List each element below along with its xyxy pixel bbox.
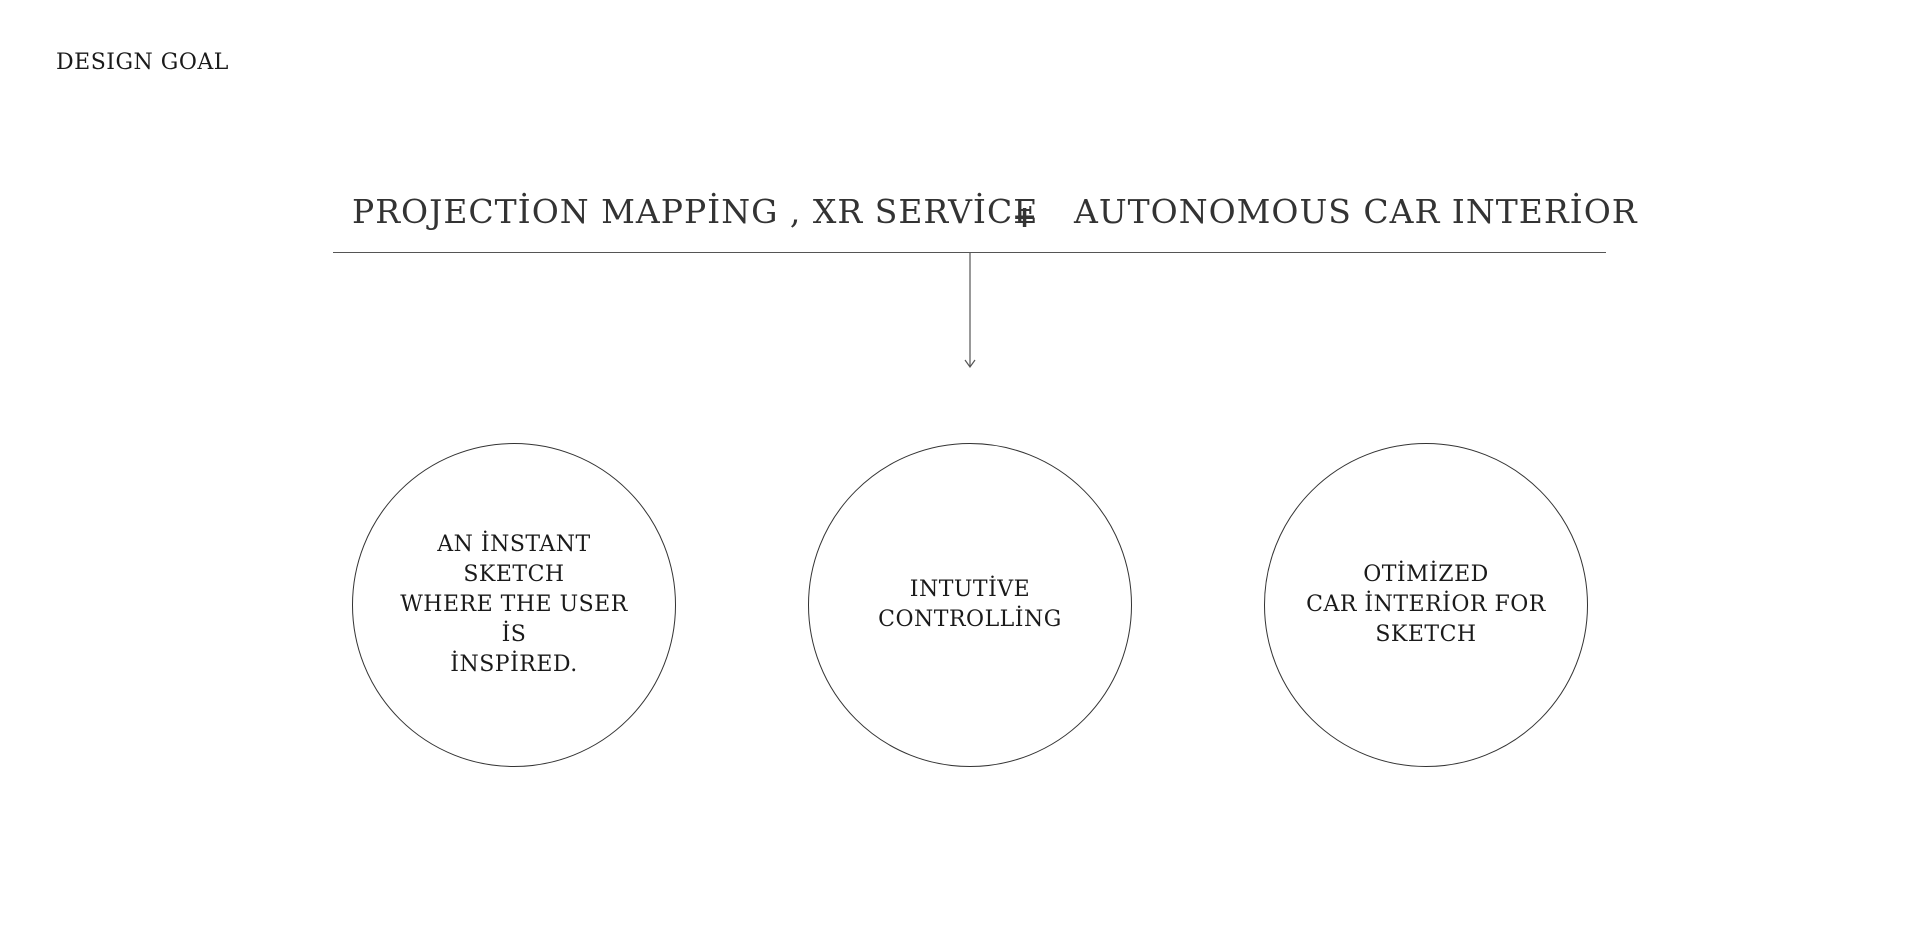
goal-circle-instant-sketch: AN İNSTANT SKETCH WHERE THE USER İS İNSP… <box>352 443 676 767</box>
page-label: DESIGN GOAL <box>56 50 229 75</box>
goal-text: AN İNSTANT SKETCH WHERE THE USER İS İNSP… <box>400 532 628 677</box>
headline-plus: + <box>1012 200 1039 235</box>
horizontal-rule <box>333 252 1606 253</box>
headline-right: AUTONOMOUS CAR INTERİOR <box>1074 192 1638 231</box>
goal-text: INTUTİVE CONTROLLİNG <box>878 577 1062 632</box>
goal-circle-intuitive-controlling: INTUTİVE CONTROLLİNG <box>808 443 1132 767</box>
headline-left: PROJECTİON MAPPİNG , XR SERVİCE <box>352 192 1039 231</box>
goal-circle-optimized-interior: OTİMİZED CAR İNTERİOR FOR SKETCH <box>1264 443 1588 767</box>
goal-text: OTİMİZED CAR İNTERİOR FOR SKETCH <box>1306 562 1546 647</box>
arrow-head-icon <box>964 359 976 369</box>
